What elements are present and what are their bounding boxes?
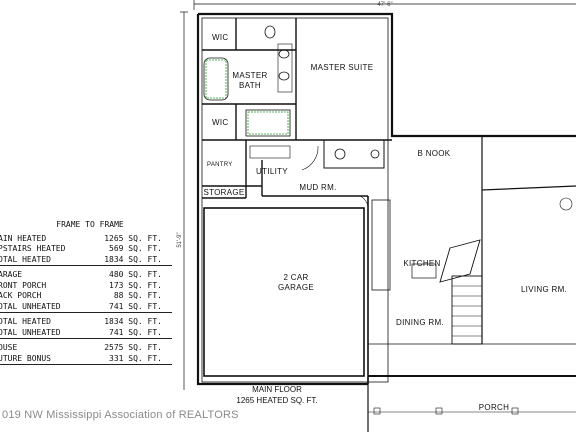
schedule-row-label: RONT PORCH	[0, 280, 47, 290]
room-living: LIVING RM.	[521, 285, 567, 294]
room-master-suite: MASTER SUITE	[311, 63, 374, 72]
room-porch: PORCH	[479, 403, 509, 412]
schedule-row-value: 741 SQ. FT.	[109, 327, 162, 337]
schedule-row-value: 1834 SQ. FT.	[104, 254, 162, 264]
schedule-row-value: 569 SQ. FT.	[109, 244, 162, 253]
schedule-row: AIN HEATED 1265 SQ. FT.	[0, 234, 172, 245]
room-mud: MUD RM.	[299, 183, 336, 192]
room-wic-top: WIC	[212, 33, 228, 42]
schedule-row-value: 88 SQ. FT.	[113, 291, 162, 300]
schedule-row: PSTAIRS HEATED 569 SQ. FT.	[0, 244, 172, 255]
caption-subtitle: 1265 HEATED SQ. FT.	[236, 396, 318, 405]
schedule-row-label: OTAL HEATED	[0, 254, 51, 264]
schedule-row-label: AIN HEATED	[0, 233, 47, 243]
plan-caption: MAIN FLOOR 1265 HEATED SQ. FT.	[222, 384, 332, 406]
room-wic-bottom: WIC	[212, 118, 228, 127]
schedule-row-value: 1265 SQ. FT.	[104, 233, 162, 243]
schedule-row-value: 331 SQ. FT.	[109, 353, 162, 363]
schedule-row-value: 1834 SQ. FT.	[104, 317, 162, 326]
schedule-row: OTAL HEATED 1834 SQ. FT.	[0, 254, 172, 266]
schedule-row: OUSE 2575 SQ. FT.	[0, 343, 172, 354]
schedule-row-label: UTURE BONUS	[0, 353, 51, 363]
schedule-row-label: PSTAIRS HEATED	[0, 244, 66, 253]
schedule-row: OTAL UNHEATED 741 SQ. FT.	[0, 301, 172, 313]
watermark: 019 NW Mississippi Association of REALTO…	[2, 409, 239, 421]
room-kitchen: KITCHEN	[403, 259, 440, 268]
schedule-title: FRAME TO FRAME	[56, 220, 124, 229]
schedule-row-label: OTAL HEATED	[0, 317, 51, 326]
room-b-nook: B NOOK	[418, 149, 451, 158]
room-dining: DINING RM.	[396, 318, 444, 327]
schedule-row: OTAL UNHEATED 741 SQ. FT.	[0, 327, 172, 339]
schedule-row: RONT PORCH 173 SQ. FT.	[0, 281, 172, 292]
room-storage: STORAGE	[203, 188, 244, 197]
schedule-row-label: OTAL UNHEATED	[0, 327, 61, 337]
schedule-row: UTURE BONUS 331 SQ. FT.	[0, 353, 172, 365]
schedule-row-label: OTAL UNHEATED	[0, 301, 61, 311]
schedule-row-value: 2575 SQ. FT.	[104, 343, 162, 352]
schedule-rows: AIN HEATED 1265 SQ. FT. PSTAIRS HEATED 569 …	[0, 234, 172, 365]
dimension-left: 51'-9"	[177, 232, 183, 247]
schedule-row-label: ARAGE	[0, 270, 23, 279]
schedule-row-label: ACK PORCH	[0, 291, 42, 300]
schedule-row-value: 480 SQ. FT.	[109, 270, 162, 279]
schedule-row-value: 173 SQ. FT.	[109, 280, 162, 290]
schedule-row: ACK PORCH 88 SQ. FT.	[0, 291, 172, 302]
caption-title: MAIN FLOOR	[252, 385, 302, 394]
room-utility: UTILITY	[256, 167, 288, 176]
dimension-top: 47'-6"	[377, 2, 392, 8]
schedule-row: OTAL HEATED 1834 SQ. FT.	[0, 317, 172, 328]
schedule-row: ARAGE 480 SQ. FT.	[0, 270, 172, 281]
room-pantry: PANTRY	[207, 162, 233, 168]
schedule-row-label: OUSE	[0, 343, 18, 352]
schedule-row-value: 741 SQ. FT.	[109, 301, 162, 311]
